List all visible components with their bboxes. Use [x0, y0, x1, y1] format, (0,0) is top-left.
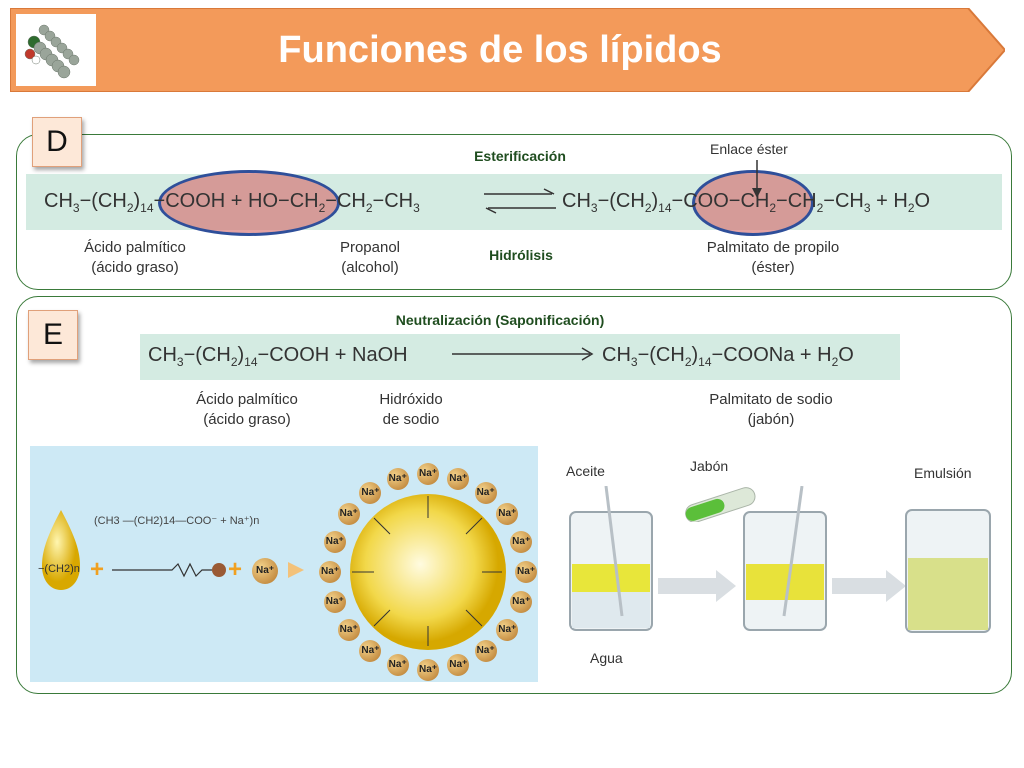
section-e-letter: E — [28, 310, 78, 360]
sodium-ion: Na⁺ — [323, 591, 346, 614]
sodium-ion: Na⁺ — [417, 659, 439, 681]
ester-bond-pointer-arrow — [752, 160, 762, 198]
process-arrow-2 — [832, 570, 906, 602]
fat-drop-icon — [42, 510, 80, 590]
sodium-ion: Na⁺ — [337, 618, 360, 641]
soap-test-tube — [685, 487, 756, 522]
sodium-ion-icon: Na⁺ — [252, 558, 278, 584]
sodium-ion: Na⁺ — [323, 530, 346, 553]
sodium-ion: Na⁺ — [510, 591, 533, 614]
esterification-label: Esterificación — [474, 148, 566, 164]
ester-bond-label: Enlace éster — [710, 141, 788, 157]
sodium-ion: Na⁺ — [386, 467, 409, 490]
sodium-ion: Na⁺ — [386, 654, 409, 677]
palmitic-acid-caption: Ácido palmítico(ácido graso) — [84, 239, 186, 276]
plus-sign-1: + — [90, 556, 105, 583]
plus-sign-2: + — [228, 556, 243, 583]
page-title: Funciones de los lípidos — [278, 29, 722, 71]
micelle-sphere — [350, 494, 506, 650]
process-arrow-1 — [658, 570, 736, 602]
sodium-ion: Na⁺ — [359, 640, 382, 663]
sodium-ion: Na⁺ — [510, 530, 533, 553]
ester-bond-highlight — [692, 170, 814, 236]
sodium-ion: Na⁺ — [515, 561, 537, 583]
soap-label: Jabón — [690, 458, 729, 474]
sodium-ion: Na⁺ — [496, 618, 519, 641]
sodium-ion: Na⁺ — [496, 503, 519, 526]
emulsion-beaker — [905, 509, 991, 633]
sodium-palmitate-caption: Palmitato de sodio(jabón) — [709, 391, 833, 428]
saponification-equation-band — [140, 334, 900, 380]
saponification-reactants: CH3−(CH2)14−COOH + NaOH — [148, 344, 408, 369]
title-banner — [10, 8, 1005, 92]
water-label: Agua — [590, 650, 623, 666]
esterification-products: CH3−(CH2)14−COO−CH2−CH2−CH3 + H2O — [562, 190, 931, 215]
saponification-products: CH3−(CH2)14−COONa + H2O — [602, 344, 854, 369]
sodium-ion: Na⁺ — [474, 640, 497, 663]
sodium-ion: Na⁺ — [319, 561, 341, 583]
oil-water-beaker — [569, 486, 653, 631]
propanol-caption: Propanol(alcohol) — [339, 239, 401, 276]
micelle-formula: (CH3 —(CH2)14—COO⁻ + Na⁺)n — [94, 515, 260, 527]
sodium-ion: Na⁺ — [447, 467, 470, 490]
sodium-ion: Na⁺ — [359, 481, 382, 504]
section-d-letter: D — [32, 117, 82, 167]
saponification-arrow — [452, 347, 594, 361]
reversible-reaction-arrows — [484, 188, 556, 214]
esterification-reactants: CH3−(CH2)14−COOH + HO−CH2−CH2−CH3 — [44, 190, 420, 215]
sodium-ion: Na⁺ — [337, 503, 360, 526]
lipid-molecule-logo — [16, 14, 96, 86]
oil-label: Aceite — [566, 463, 605, 479]
micelle-arrow-icon — [288, 562, 304, 578]
saponification-label: Neutralización (Saponificación) — [395, 312, 605, 328]
hydrolysis-label: Hidrólisis — [489, 247, 553, 263]
propyl-palmitate-caption: Palmitato de propilo(éster) — [706, 239, 840, 276]
carboxyl-hydroxyl-highlight — [158, 170, 340, 236]
palmitic-acid-caption-e: Ácido palmítico(ácido graso) — [196, 391, 298, 428]
emulsion-label: Emulsión — [914, 465, 972, 481]
sodium-ion: Na⁺ — [417, 463, 439, 485]
soap-beaker — [743, 486, 827, 631]
sodium-ion: Na⁺ — [474, 481, 497, 504]
sodium-ion: Na⁺ — [447, 654, 470, 677]
soap-molecule-icon — [112, 562, 226, 578]
drop-chain-label: −(CH2)n — [38, 563, 80, 575]
